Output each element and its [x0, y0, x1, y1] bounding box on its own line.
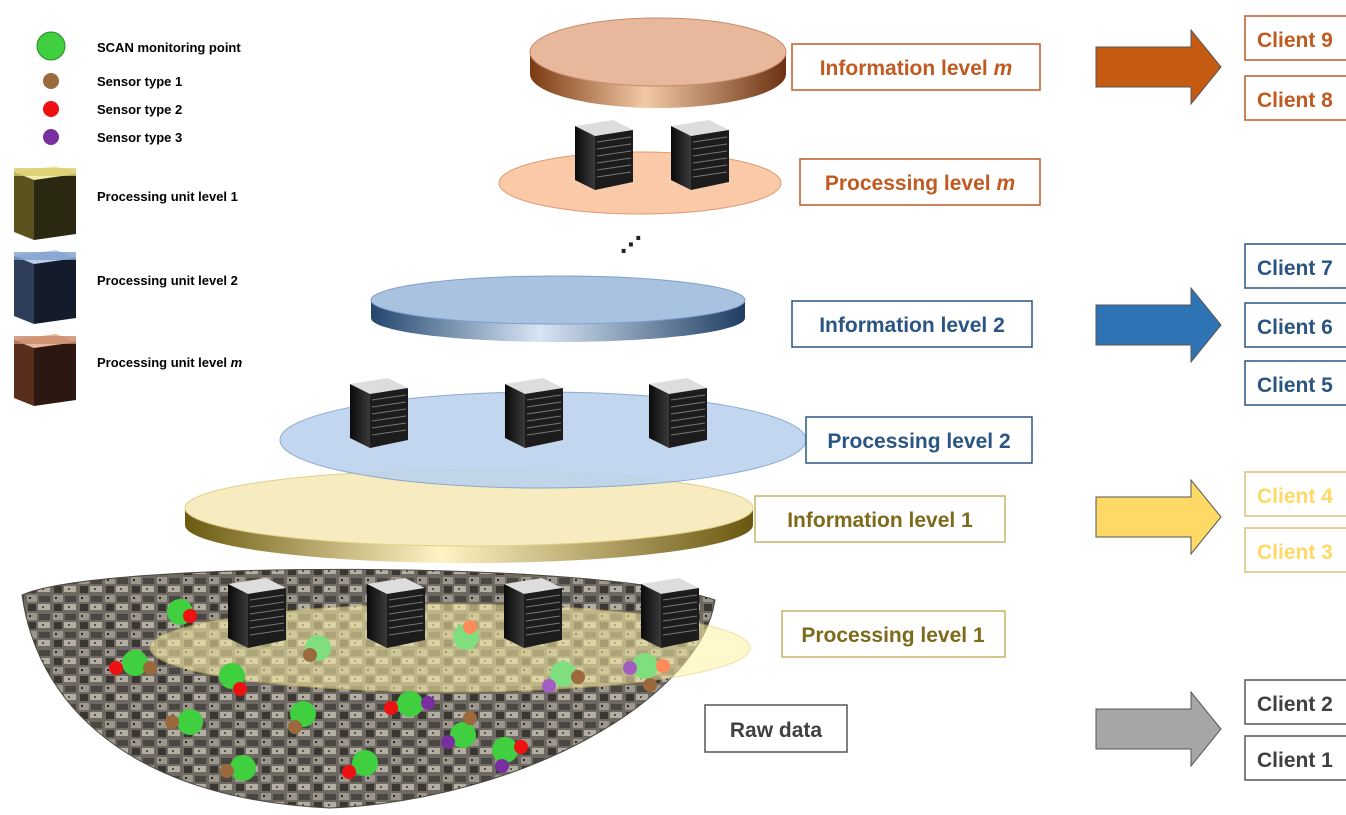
- server-level-2-icon: [14, 250, 76, 324]
- information-disk-2: [370, 275, 746, 342]
- svg-text:Information level m: Information level m: [820, 57, 1013, 80]
- scan-point-marker: [36, 31, 66, 61]
- legend: SCAN monitoring point Sensor type 1 Sens…: [14, 31, 243, 406]
- legend-item-scan: SCAN monitoring point: [97, 40, 241, 55]
- sensor-points: [109, 599, 670, 781]
- svg-text:Client 6: Client 6: [1257, 316, 1333, 339]
- svg-text:Client 8: Client 8: [1257, 89, 1333, 112]
- sensor-type-3-marker: [43, 129, 59, 145]
- arrow-level-1: [1095, 479, 1222, 555]
- svg-text:Client 3: Client 3: [1257, 541, 1333, 564]
- server-level-m-icon: [14, 334, 76, 406]
- server-level-1-icon: [14, 166, 76, 240]
- svg-text:Processing level 1: Processing level 1: [801, 624, 985, 647]
- server-2c: [648, 377, 708, 449]
- label-raw-data: Raw data: [704, 704, 848, 753]
- server-2a: [349, 377, 409, 449]
- client-group-1: Client 4 Client 3: [1244, 471, 1346, 573]
- information-disk-m: [529, 17, 787, 108]
- information-disk-1: [184, 469, 754, 563]
- server-1a: [227, 577, 287, 649]
- legend-item-unit-1: Processing unit level 1: [97, 189, 238, 204]
- server-1d: [640, 577, 700, 649]
- client-group-2: Client 7 Client 6 Client 5: [1244, 243, 1346, 406]
- client-box: Client 2: [1244, 679, 1346, 725]
- processing-plane-1: [149, 603, 751, 693]
- label-proc-m: Processing level m: [799, 158, 1041, 206]
- svg-text:Information level 1: Information level 1: [787, 509, 973, 532]
- svg-text:Client 2: Client 2: [1257, 693, 1333, 716]
- svg-text:Client 9: Client 9: [1257, 29, 1333, 52]
- client-box: Client 8: [1244, 75, 1346, 121]
- svg-text:Client 7: Client 7: [1257, 257, 1333, 280]
- svg-text:Raw data: Raw data: [730, 719, 823, 742]
- client-group-raw: Client 2 Client 1: [1244, 679, 1346, 781]
- client-box: Client 1: [1244, 735, 1346, 781]
- server-ma: [574, 119, 634, 191]
- label-info-m: Information level m: [791, 43, 1041, 91]
- legend-item-sensor-1: Sensor type 1: [97, 74, 182, 89]
- svg-text:Client 4: Client 4: [1257, 485, 1333, 508]
- server-1c: [503, 577, 563, 649]
- svg-text:Client 1: Client 1: [1257, 749, 1333, 772]
- svg-text:Information level 2: Information level 2: [819, 314, 1005, 337]
- sensor-type-2-marker: [43, 101, 59, 117]
- arrow-level-2: [1095, 287, 1222, 363]
- client-box: Client 3: [1244, 527, 1346, 573]
- client-box: Client 9: [1244, 15, 1346, 61]
- legend-item-sensor-2: Sensor type 2: [97, 102, 182, 117]
- arrow-level-m: [1095, 29, 1222, 105]
- sensor-type-1-marker: [43, 73, 59, 89]
- legend-item-sensor-3: Sensor type 3: [97, 130, 182, 145]
- label-proc-2: Processing level 2: [805, 416, 1033, 464]
- server-2b: [504, 377, 564, 449]
- svg-text:Processing level m: Processing level m: [825, 172, 1015, 195]
- label-info-2: Information level 2: [791, 300, 1033, 348]
- legend-item-unit-2: Processing unit level 2: [97, 273, 238, 288]
- server-1b: [366, 577, 426, 649]
- label-info-1: Information level 1: [754, 495, 1006, 543]
- label-proc-1: Processing level 1: [781, 610, 1006, 658]
- client-box: Client 6: [1244, 302, 1346, 348]
- client-group-m: Client 9 Client 8: [1244, 15, 1346, 121]
- legend-item-unit-m: Processing unit level m: [97, 355, 243, 370]
- ellipsis-dots: ⋰: [620, 232, 642, 257]
- processing-plane-m: [498, 151, 782, 215]
- svg-text:Processing level 2: Processing level 2: [827, 430, 1010, 453]
- svg-text:Client 5: Client 5: [1257, 374, 1333, 397]
- client-box: Client 7: [1244, 243, 1346, 289]
- server-mb: [670, 119, 730, 191]
- arrow-raw: [1095, 691, 1222, 767]
- client-box: Client 4: [1244, 471, 1346, 517]
- client-box: Client 5: [1244, 360, 1346, 406]
